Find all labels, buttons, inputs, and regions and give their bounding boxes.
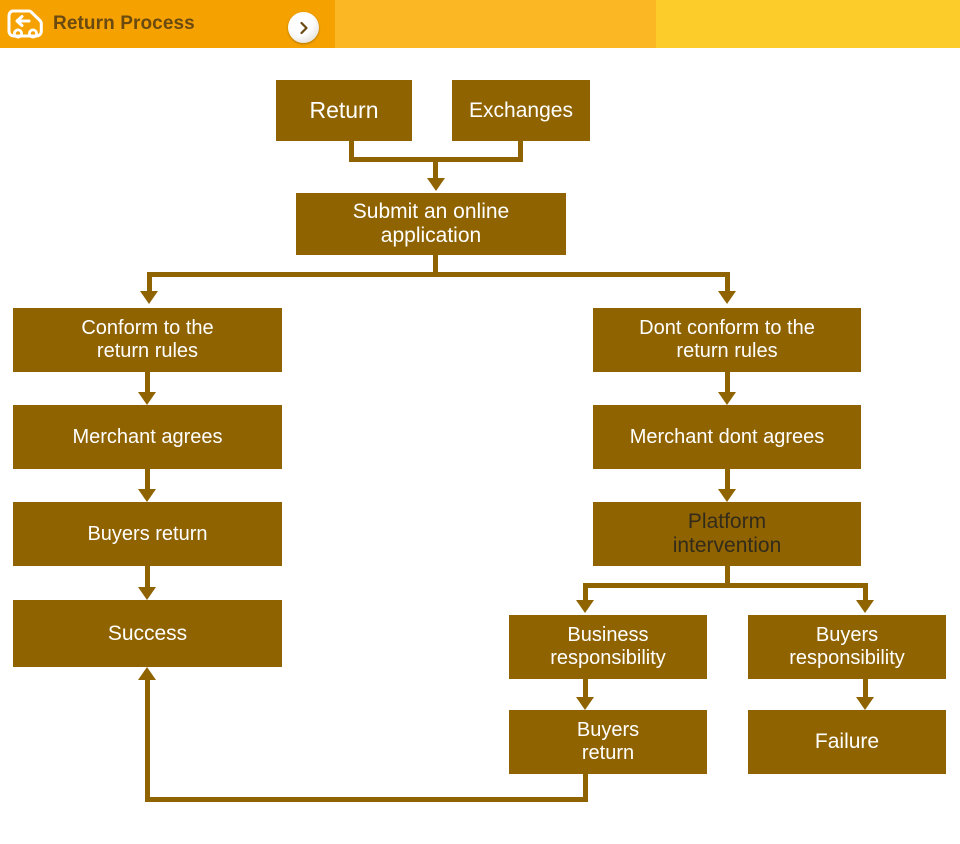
node-exchanges[interactable]: Exchanges (452, 80, 590, 141)
arrow-feedback-to-success (138, 667, 156, 680)
arrow-to-buyers-responsibility (856, 600, 874, 613)
page-header (0, 0, 960, 48)
connector-merchantdont-to-platform (725, 469, 730, 489)
arrow-to-merchant-agrees (138, 392, 156, 405)
connector-feedback-down (583, 774, 588, 802)
connector-platform-stub (725, 566, 730, 586)
node-failure[interactable]: Failure (748, 710, 946, 774)
connector-split-business-down (583, 583, 588, 600)
node-platform-intervention[interactable]: Platform intervention (593, 502, 861, 566)
connector-buyersresp-to-failure (863, 679, 868, 697)
node-business-responsibility[interactable]: Business responsibility (509, 615, 707, 679)
arrow-to-conform (140, 291, 158, 304)
connector-business-to-buyersreturn2 (583, 679, 588, 697)
connector-merchant-to-buyersreturn (145, 469, 150, 489)
connector-exchanges-stub (518, 141, 523, 162)
connector-split-bar-platform (583, 583, 868, 588)
header-content: Return Process (0, 0, 335, 48)
chevron-right-icon[interactable] (288, 12, 319, 43)
node-dont-conform-to-the-return-rules[interactable]: Dont conform to the return rules (593, 308, 861, 372)
connector-submit-stub (433, 255, 438, 276)
header-band-1 (0, 0, 335, 48)
arrow-to-submit (427, 178, 445, 191)
arrow-to-buyers-return-2 (576, 697, 594, 710)
connector-merge-down (433, 157, 438, 178)
connector-conform-to-merchant (145, 372, 150, 392)
chevron-right-glyph (299, 21, 308, 34)
header-band-3 (656, 0, 960, 48)
flowchart-canvas: Return Exchanges Submit an online applic… (0, 48, 960, 844)
node-buyers-return-left[interactable]: Buyers return (13, 502, 282, 566)
node-merchant-agrees[interactable]: Merchant agrees (13, 405, 282, 469)
node-merchant-dont-agrees[interactable]: Merchant dont agrees (593, 405, 861, 469)
arrow-to-business-responsibility (576, 600, 594, 613)
connector-feedback-horizontal (145, 797, 588, 802)
connector-buyersreturn-to-success (145, 566, 150, 587)
return-truck-icon (7, 9, 43, 39)
connector-return-stub (349, 141, 354, 162)
arrow-to-platform (718, 489, 736, 502)
node-buyers-return-right[interactable]: Buyers return (509, 710, 707, 774)
connector-dontconform-to-merchantdont (725, 372, 730, 392)
node-buyers-responsibility[interactable]: Buyers responsibility (748, 615, 946, 679)
header-band-2 (335, 0, 656, 48)
arrow-to-success (138, 587, 156, 600)
arrow-to-buyers-return-1 (138, 489, 156, 502)
connector-feedback-up (145, 680, 150, 802)
node-conform-to-the-return-rules[interactable]: Conform to the return rules (13, 308, 282, 372)
arrow-to-dont-conform (718, 291, 736, 304)
node-submit-an-online-application[interactable]: Submit an online application (296, 193, 566, 255)
connector-split-left-down (147, 272, 152, 291)
connector-split-buyers-down (863, 583, 868, 600)
node-success[interactable]: Success (13, 600, 282, 667)
node-return[interactable]: Return (276, 80, 412, 141)
connector-split-bar-main (147, 272, 730, 277)
page-title: Return Process (53, 13, 195, 34)
arrow-to-failure (856, 697, 874, 710)
connector-split-right-down (725, 272, 730, 291)
arrow-to-merchant-dont-agrees (718, 392, 736, 405)
